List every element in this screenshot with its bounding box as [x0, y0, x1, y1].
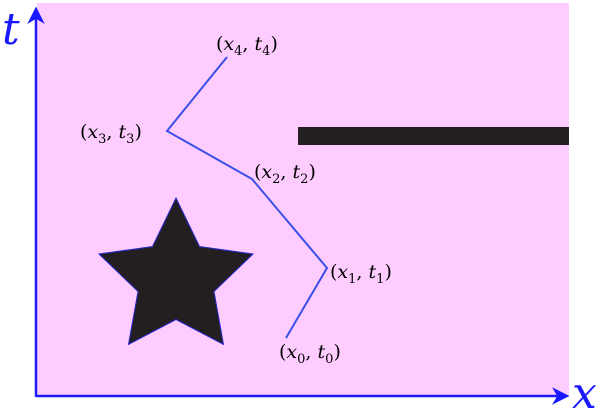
x-axis-label: x: [572, 368, 597, 411]
shaded-region: [37, 3, 569, 396]
point-label-3: (x3, t3): [80, 121, 142, 147]
point-label-1: (x1, t1): [330, 261, 392, 287]
star-icon: [97, 196, 255, 346]
bar-obstacle: [298, 127, 569, 145]
t-axis-label: t: [2, 4, 20, 55]
point-label-4: (x4, t4): [216, 33, 278, 59]
point-label-2: (x2, t2): [254, 161, 316, 187]
point-label-0: (x0, t0): [279, 341, 341, 367]
world-line: [165, 56, 329, 339]
